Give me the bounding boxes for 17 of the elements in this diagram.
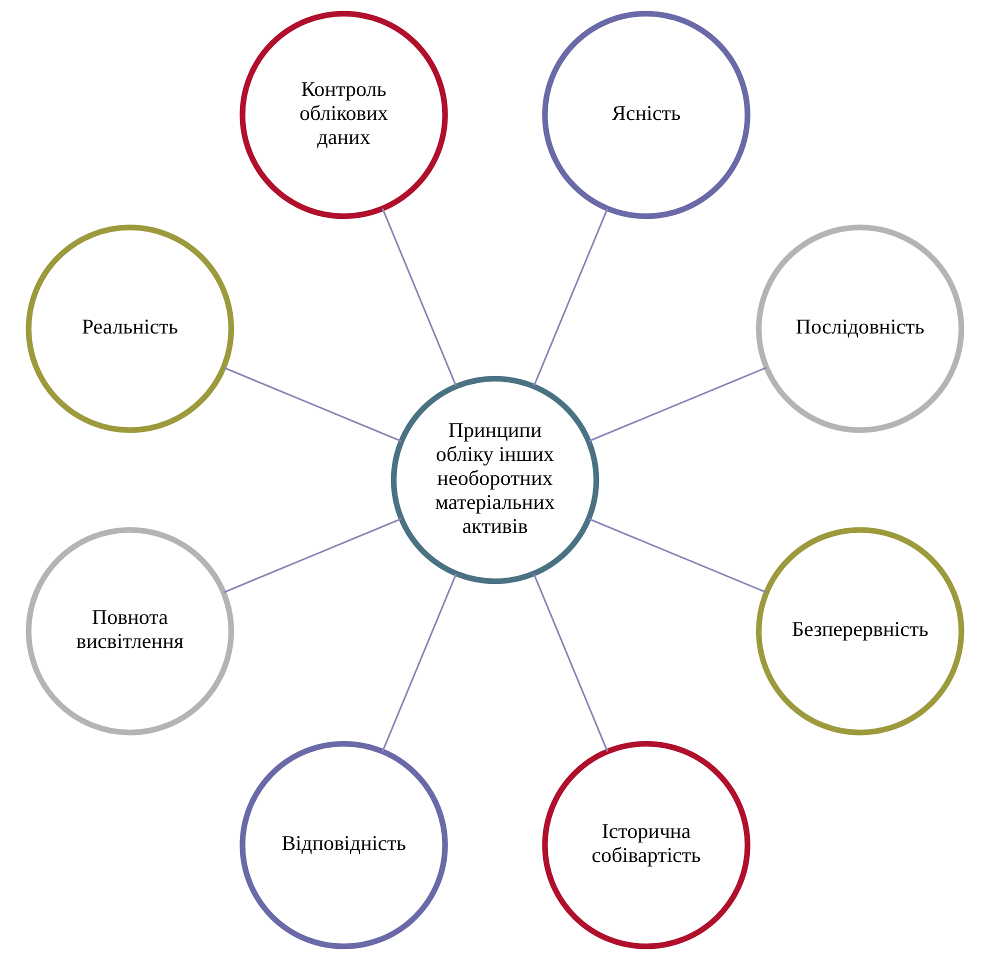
- connector: [222, 366, 401, 442]
- connector: [381, 574, 456, 752]
- connector: [532, 208, 608, 386]
- connector: [588, 366, 766, 442]
- node-circle: Безперервність: [755, 527, 964, 736]
- node-circle: Контроль облікових даних: [239, 10, 448, 220]
- connector: [222, 518, 401, 594]
- node-circle: Реальність: [25, 224, 234, 433]
- node-circle: Відповідність: [239, 740, 448, 950]
- node-circle: Повнота висвітлення: [25, 527, 234, 736]
- node-circle: Послідовність: [755, 224, 964, 433]
- connector: [532, 574, 608, 752]
- node-circle: Історична собівартість: [542, 740, 750, 950]
- node-circle: Ясність: [542, 10, 750, 220]
- node-circle: Принципи обліку інших необоротних матеріальних активів: [390, 376, 599, 584]
- connector: [381, 208, 456, 386]
- connector: [588, 518, 766, 594]
